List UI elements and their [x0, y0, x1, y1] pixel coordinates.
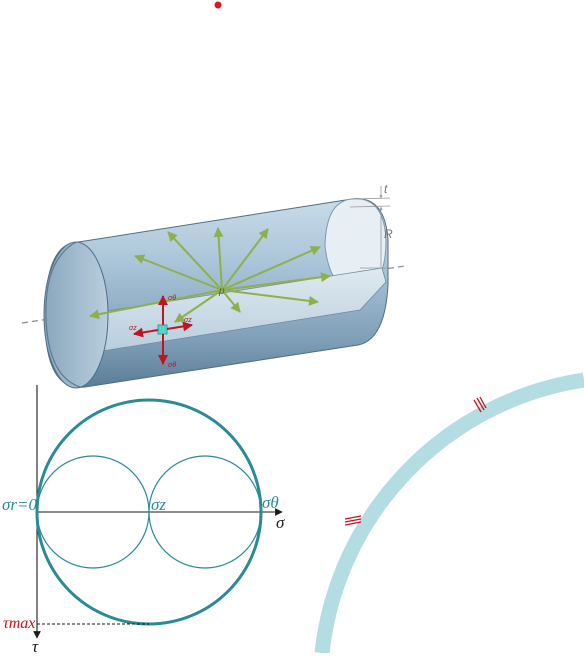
- dimension-lines: [349, 186, 391, 269]
- ring-section: [314, 372, 584, 654]
- mohr-circle-right: [148, 455, 262, 569]
- ring-arc: [314, 372, 584, 654]
- ring-stress-marks-left: [344, 515, 362, 526]
- pressure-arrows: [89, 227, 331, 323]
- sigma-z-label: σz: [151, 495, 166, 514]
- cylinder-left-cap-shade: [45, 241, 81, 388]
- stress-element-square: [157, 324, 168, 335]
- sigma-z-arrow-right: [166, 321, 193, 332]
- sigma-theta-bottom-label: σθ: [168, 362, 176, 369]
- cylinder-illustration: p σθ σθ σz σz t R: [21, 182, 406, 389]
- sigma-z-right-label: σz: [184, 317, 192, 324]
- sigma-axis-label: σ: [276, 513, 285, 532]
- sigma-theta-label: σθ: [262, 493, 279, 512]
- sigma-theta-top-label: σθ: [168, 295, 176, 302]
- thickness-label: t: [384, 182, 388, 196]
- tau-axis-label: τ: [32, 637, 39, 653]
- sigma-z-arrow-left: [133, 327, 159, 338]
- ring-stress-marks-top: [473, 396, 487, 413]
- red-dot-marker: [214, 1, 222, 9]
- mohrs-circle-diagram: σr=0 σz σθ σ τ τmax: [2, 385, 285, 656]
- sigma-z-left-label: σz: [129, 325, 137, 332]
- radius-label: R: [384, 227, 393, 241]
- stress-element: σθ σθ σz σz: [129, 295, 193, 369]
- pressure-label: p: [218, 286, 225, 297]
- tau-max-label: τmax: [3, 615, 35, 632]
- sigma-r-label: σr=0: [2, 495, 37, 514]
